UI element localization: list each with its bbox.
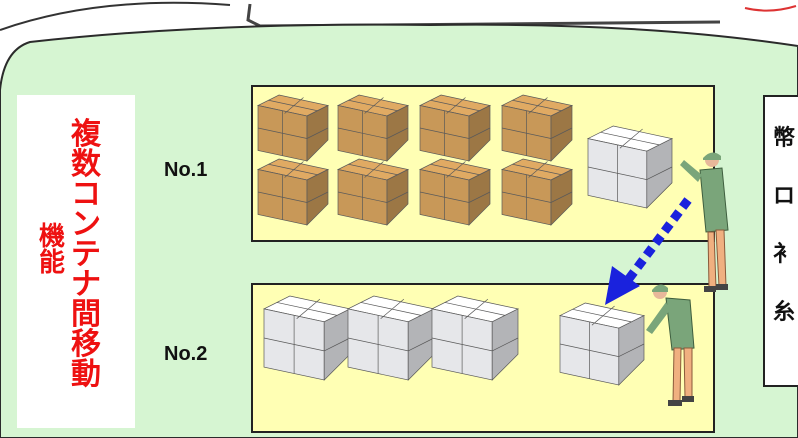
top-deco-line — [0, 3, 230, 30]
label-char: 動 — [71, 360, 101, 390]
white-box-icon — [432, 296, 518, 380]
row-label-no2: No.2 — [164, 343, 207, 366]
white-box-icon — [588, 126, 672, 208]
label-char: コ — [71, 180, 101, 210]
label-char: 複 — [71, 120, 101, 150]
label-char: 間 — [71, 300, 101, 330]
label-char: 機 — [39, 224, 65, 250]
label-char: 能 — [39, 250, 65, 276]
white-box-icon — [264, 296, 350, 380]
right-text-line: 衤 — [773, 236, 795, 268]
label-char: ン — [71, 210, 101, 240]
white-box-icon — [560, 303, 644, 385]
top-deco-red — [745, 6, 796, 11]
right-text-line: 糸 — [773, 294, 795, 326]
row-label-no1: No.1 — [164, 159, 207, 182]
top-deco-bracket — [248, 4, 720, 26]
vertical-label-main: 複 数 コ ン テ ナ 間 移 動 — [66, 120, 106, 390]
label-char: テ — [71, 240, 101, 270]
label-char: ナ — [71, 270, 101, 300]
right-text-line: 幣 — [773, 120, 795, 152]
label-char: 移 — [71, 330, 101, 360]
right-text-line: ロ — [773, 178, 795, 210]
label-char: 数 — [71, 150, 101, 180]
vertical-label-sub: 機 能 — [37, 224, 67, 276]
white-box-icon — [348, 296, 434, 380]
